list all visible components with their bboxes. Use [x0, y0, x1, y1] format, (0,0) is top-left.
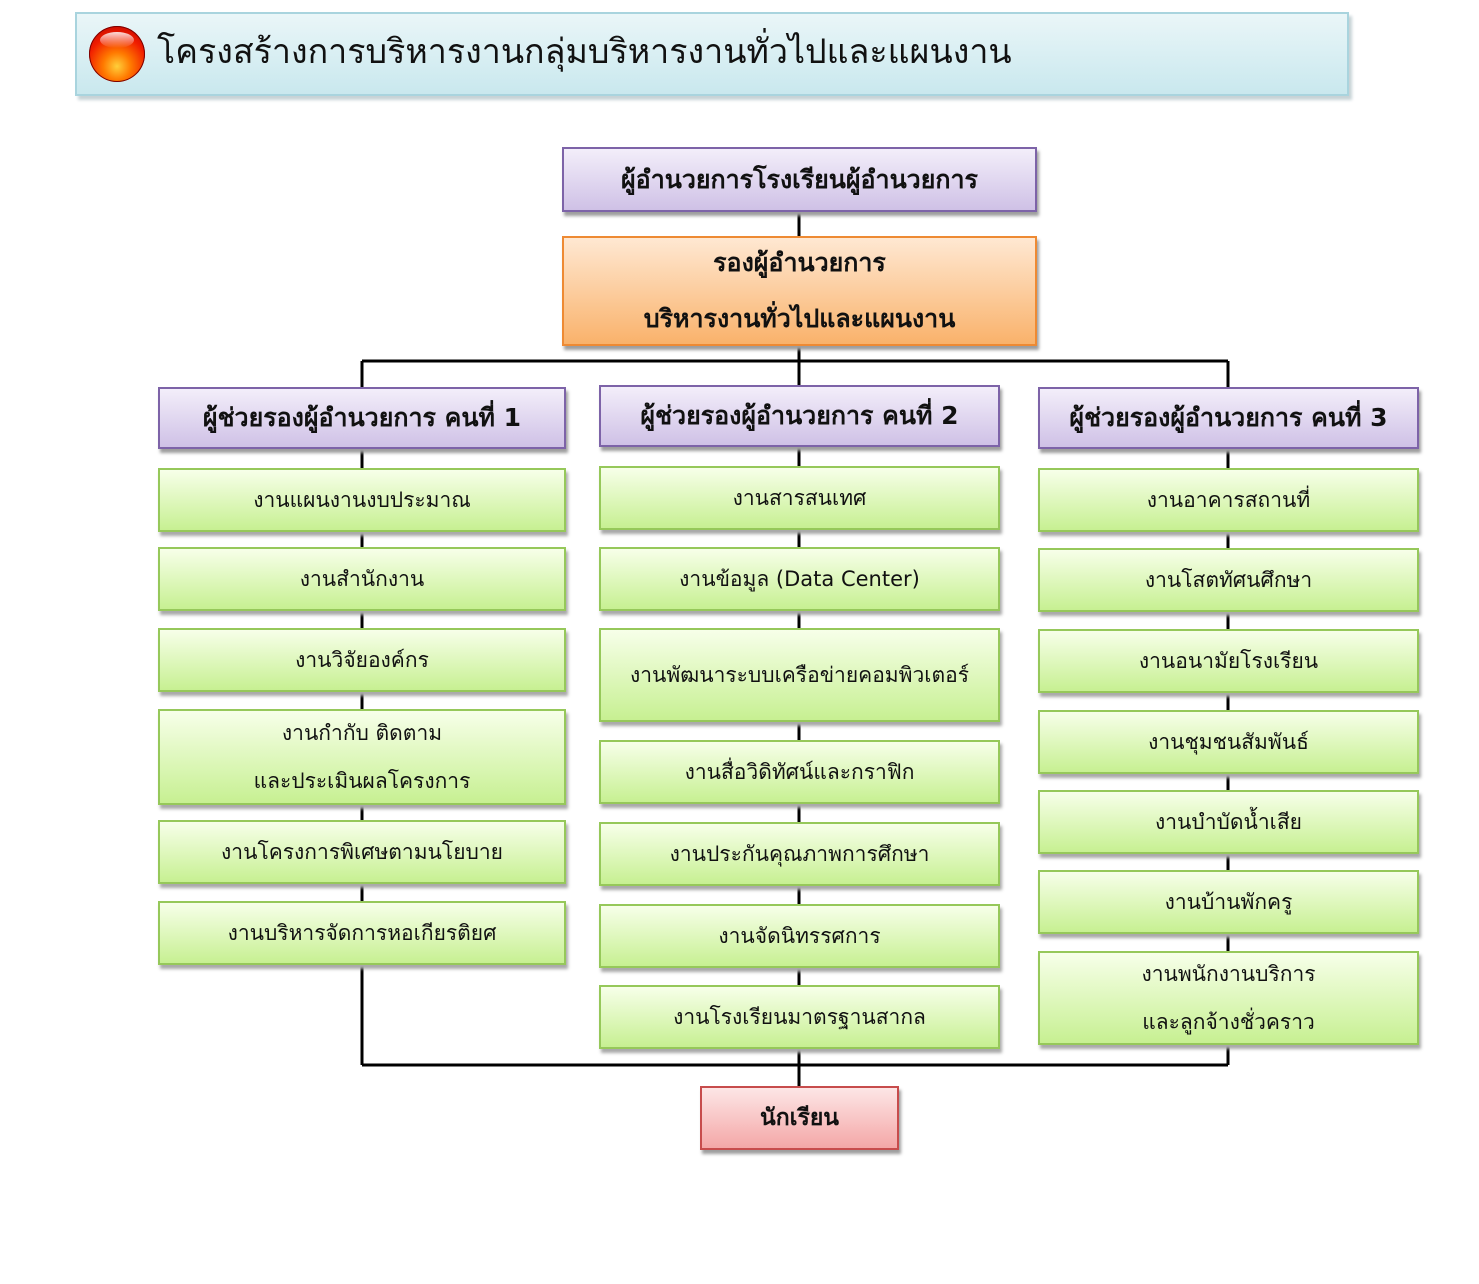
task-box: งานอนามัยโรงเรียน — [1038, 629, 1419, 693]
task-label: งานข้อมูล (Data Center) — [679, 567, 920, 591]
task-label: งานโสตทัศนศึกษา — [1144, 568, 1313, 592]
task-label: งานโรงเรียนมาตรฐานสากล — [673, 1005, 926, 1029]
task-label-line1: งานพนักงานบริการ — [1141, 962, 1316, 986]
assistant-2-label: ผู้ช่วยรองผู้อำนวยการ คนที่ 2 — [640, 401, 959, 430]
task-label: งานอนามัยโรงเรียน — [1138, 649, 1319, 673]
red-bullet-icon — [89, 26, 145, 82]
task-label-line1: งานกำกับ ติดตาม — [281, 721, 443, 745]
director-label: ผู้อำนวยการโรงเรียนผู้อำนวยการ — [621, 164, 978, 194]
task-box: งานอาคารสถานที่ — [1038, 468, 1419, 532]
task-box: งานพัฒนาระบบเครือข่ายคอมพิวเตอร์ — [599, 628, 1000, 722]
task-box: งานวิจัยองค์กร — [158, 628, 566, 692]
task-box: งานกำกับ ติดตาม และประเมินผลโครงการ — [158, 709, 566, 805]
task-box: งานแผนงานงบประมาณ — [158, 468, 566, 532]
title-banner: โครงสร้างการบริหารงานกลุ่มบริหารงานทั่วไ… — [75, 12, 1349, 96]
assistant-1-label: ผู้ช่วยรองผู้อำนวยการ คนที่ 1 — [202, 403, 522, 432]
task-box: งานประกันคุณภาพการศึกษา — [599, 822, 1000, 886]
task-label-line2: และประเมินผลโครงการ — [253, 769, 471, 793]
task-box: งานบำบัดน้ำเสีย — [1038, 790, 1419, 854]
task-label: งานบ้านพักครู — [1164, 890, 1293, 914]
task-label: งานวิจัยองค์กร — [295, 648, 429, 672]
task-box: งานพนักงานบริการ และลูกจ้างชั่วคราว — [1038, 951, 1419, 1045]
task-label: งานประกันคุณภาพการศึกษา — [669, 842, 930, 866]
task-label: งานสำนักงาน — [299, 567, 425, 591]
students-box: นักเรียน — [700, 1086, 899, 1150]
task-box: งานสำนักงาน — [158, 547, 566, 611]
task-box: งานสื่อวิดิทัศน์และกราฟิก — [599, 740, 1000, 804]
assistant-3-label: ผู้ช่วยรองผู้อำนวยการ คนที่ 3 — [1069, 403, 1388, 432]
task-label: งานโครงการพิเศษตามนโยบาย — [221, 840, 503, 864]
task-label: งานจัดนิทรรศการ — [718, 924, 881, 948]
task-label: งานสื่อวิดิทัศน์และกราฟิก — [684, 760, 915, 784]
task-box: งานบริหารจัดการหอเกียรติยศ — [158, 901, 566, 965]
task-label: งานชุมชนสัมพันธ์ — [1148, 730, 1309, 754]
students-label: นักเรียน — [759, 1105, 840, 1131]
task-label: งานพัฒนาระบบเครือข่ายคอมพิวเตอร์ — [630, 663, 969, 687]
deputy-label-line2: บริหารงานทั่วไปและแผนงาน — [643, 304, 956, 333]
page-title: โครงสร้างการบริหารงานกลุ่มบริหารงานทั่วไ… — [157, 32, 1012, 72]
task-label: งานบริหารจัดการหอเกียรติยศ — [227, 921, 497, 945]
task-box: งานบ้านพักครู — [1038, 870, 1419, 934]
task-label: งานบำบัดน้ำเสีย — [1155, 810, 1302, 834]
assistant-3-box: ผู้ช่วยรองผู้อำนวยการ คนที่ 3 — [1038, 387, 1419, 449]
assistant-2-box: ผู้ช่วยรองผู้อำนวยการ คนที่ 2 — [599, 385, 1000, 447]
director-box: ผู้อำนวยการโรงเรียนผู้อำนวยการ — [562, 147, 1037, 212]
assistant-1-box: ผู้ช่วยรองผู้อำนวยการ คนที่ 1 — [158, 387, 566, 449]
task-box: งานชุมชนสัมพันธ์ — [1038, 710, 1419, 774]
task-box: งานสารสนเทศ — [599, 466, 1000, 530]
deputy-box: รองผู้อำนวยการ บริหารงานทั่วไปและแผนงาน — [562, 236, 1037, 346]
task-label: งานอาคารสถานที่ — [1146, 488, 1311, 512]
task-label-line2: และลูกจ้างชั่วคราว — [1142, 1010, 1315, 1034]
task-box: งานข้อมูล (Data Center) — [599, 547, 1000, 611]
task-box: งานโครงการพิเศษตามนโยบาย — [158, 820, 566, 884]
deputy-label-line1: รองผู้อำนวยการ — [713, 248, 886, 277]
task-box: งานจัดนิทรรศการ — [599, 904, 1000, 968]
task-label: งานแผนงานงบประมาณ — [253, 488, 471, 512]
task-box: งานโรงเรียนมาตรฐานสากล — [599, 985, 1000, 1049]
task-box: งานโสตทัศนศึกษา — [1038, 548, 1419, 612]
task-label: งานสารสนเทศ — [732, 486, 867, 510]
